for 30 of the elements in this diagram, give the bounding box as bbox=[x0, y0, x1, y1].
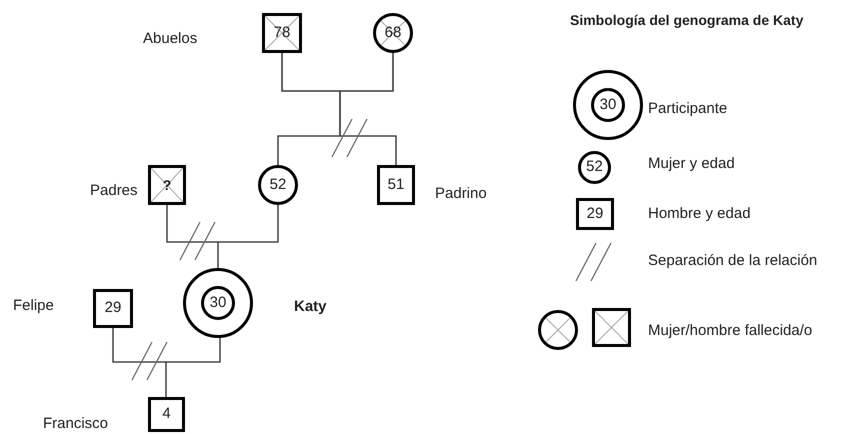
male-square bbox=[576, 198, 614, 230]
age-text: 30 bbox=[600, 94, 616, 115]
age-text: 52 bbox=[586, 157, 603, 178]
deceased-male-square bbox=[592, 308, 631, 347]
relationship-line bbox=[217, 205, 279, 268]
age-text: 68 bbox=[384, 22, 402, 43]
legend-text: Separación de la relación bbox=[648, 251, 818, 271]
age-text: 29 bbox=[104, 298, 122, 318]
legend-title: Simbología del genograma de Katy bbox=[570, 11, 804, 30]
person-name: Felipe bbox=[13, 296, 54, 316]
legend-text: Mujer y edad bbox=[648, 154, 735, 174]
deceased-male-square bbox=[262, 13, 302, 53]
deceased-male-square bbox=[148, 165, 186, 205]
age-text: 4 bbox=[162, 404, 171, 424]
generation-label: Padres bbox=[90, 181, 138, 201]
relationship-line bbox=[165, 338, 221, 397]
legend-text: Hombre y edad bbox=[648, 204, 751, 224]
unknown-age-text: ? bbox=[162, 176, 172, 194]
age-text: 29 bbox=[586, 204, 604, 224]
legend-text: Mujer/hombre fallecida/o bbox=[648, 321, 812, 341]
legend-text: Participante bbox=[648, 99, 728, 119]
age-text: 52 bbox=[270, 174, 286, 195]
person-name: Padrino bbox=[435, 184, 487, 204]
age-text: 30 bbox=[210, 292, 226, 313]
relationship-line bbox=[339, 53, 397, 165]
age-text: 51 bbox=[388, 174, 404, 195]
person-name: Katy bbox=[294, 297, 327, 317]
generation-label: Abuelos bbox=[143, 29, 198, 49]
person-name: Francisco bbox=[43, 414, 108, 434]
age-text: 78 bbox=[274, 22, 290, 43]
